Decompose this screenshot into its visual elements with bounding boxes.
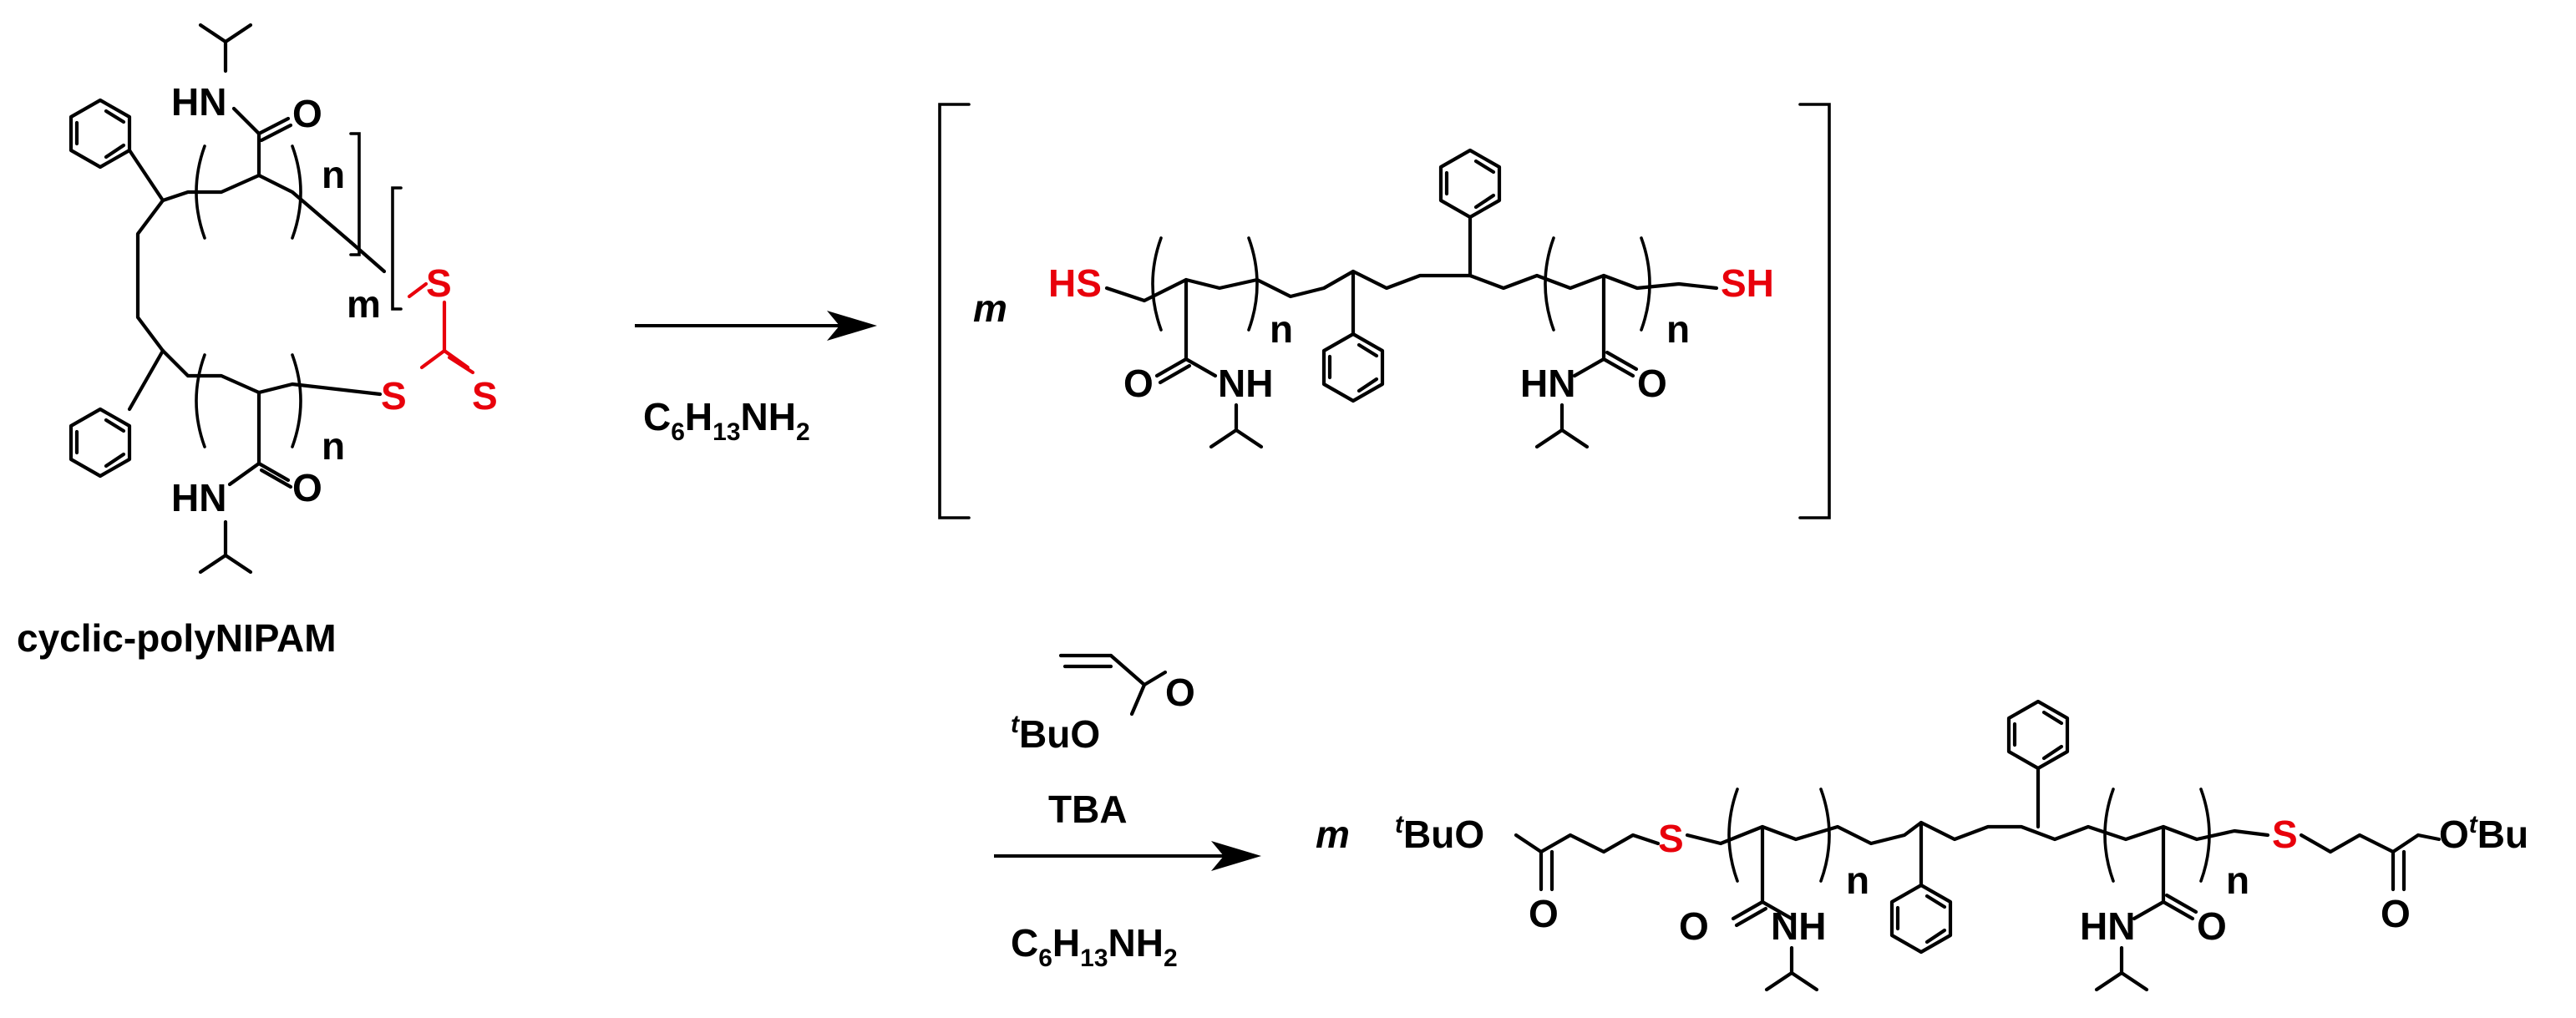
sulfur-label-3: S [381,374,407,418]
dithiol-intermediate-structure: m HS SH n O NH [938,103,1831,519]
sulfur-label-right: S [2272,813,2298,856]
reagent-hexylamine-step2: C6H13NH2 [1011,921,1178,972]
o-label: O [1529,892,1559,935]
bracket-m-right [349,132,361,256]
repeat-m-label: m [973,286,1007,330]
final-product-structure: m tBuO O S n O NH [1316,699,2528,992]
phenyl-ring-top [68,98,132,170]
tert-butyl-acrylate-structure: O tBuO [1011,653,1195,756]
repeat-n-label: n [1846,858,1869,902]
repeat-paren-left-top [195,144,206,240]
hn-label: HN [1520,362,1575,405]
bracket-left [938,103,971,519]
acrylate-o-label: O [1165,671,1195,714]
o-label-bottom: O [292,466,322,509]
repeat-n-label: n [322,153,345,196]
phenyl-ring-bottom [68,407,132,479]
sulfur-label-left: S [1658,817,1684,860]
repeat-m-label: m [1316,813,1350,856]
o-label: O [1679,904,1709,948]
otbu-label-right: OtBu [2439,811,2528,856]
sulfur-label-1: S [426,261,452,305]
nh-label: NH [1218,362,1273,405]
repeat-n-label: n [322,424,345,468]
phenyl-ring-lower [1889,883,1953,955]
phenyl-ring-upper [2006,699,2070,771]
reagent-hexylamine-step1: C6H13NH2 [643,395,810,446]
acrylate-tbuo-label: tBuO [1011,711,1100,756]
repeat-n-label: n [1666,307,1690,351]
tbuo-label-left: tBuO [1395,811,1484,856]
reaction-arrow-step2: O tBuO TBA C6H13NH2 [994,653,1261,972]
repeat-paren-right-bottom [291,353,302,448]
compound-name-label: cyclic-polyNIPAM [17,616,337,660]
reaction-arrow-step1: C6H13NH2 [635,311,877,446]
o-label: O [1123,362,1154,405]
nh-label: NH [1771,904,1826,948]
cyclic-polynipam-structure: HN O n m S S S n [17,23,498,660]
o-label: O [1637,362,1667,405]
bracket-right [1798,103,1831,519]
hn-label: HN [2080,904,2135,948]
o-label: O [2197,904,2227,948]
phenyl-ring-lower [1321,332,1385,403]
thiol-label-right: SH [1721,261,1774,305]
bracket-m-left [391,186,403,311]
o-label-top: O [292,92,322,135]
repeat-n-label: n [2226,858,2249,902]
thiol-label-left: HS [1048,261,1102,305]
repeat-paren-left-bottom [195,353,206,448]
repeat-m-label: m [347,282,381,326]
hn-label-bottom: HN [171,476,226,519]
catalyst-tba-label: TBA [1048,788,1128,831]
o-label: O [2381,892,2411,935]
hn-label-top: HN [171,80,226,124]
repeat-paren-right-top [291,144,302,240]
sulfur-label-2: S [472,374,498,418]
repeat-n-label: n [1270,307,1293,351]
phenyl-ring-upper [1438,148,1502,220]
